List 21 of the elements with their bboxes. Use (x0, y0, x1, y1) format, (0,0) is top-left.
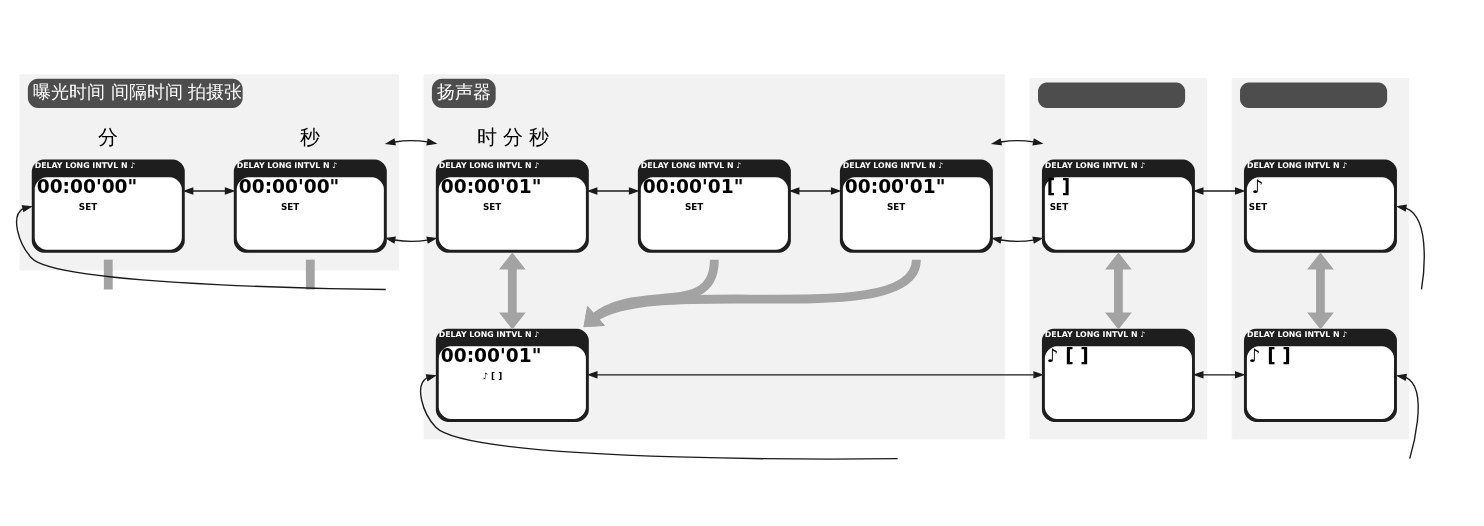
arrow (15, 204, 387, 290)
arrow (1192, 186, 1246, 195)
arrow (583, 257, 921, 327)
connector (103, 259, 113, 289)
arrow (586, 370, 1044, 379)
connector (305, 259, 315, 289)
node-label: 秒 (300, 125, 321, 149)
node-label: 时 分 秒 (476, 125, 550, 149)
arrow (182, 186, 236, 195)
arrow (990, 137, 1044, 244)
arrow (788, 186, 842, 195)
node-label: 分 (97, 125, 118, 149)
arrow (384, 137, 438, 244)
arrow (1192, 370, 1246, 379)
arrow (1307, 252, 1334, 329)
arrow (586, 186, 640, 195)
arrow (1395, 373, 1419, 459)
arrow (499, 252, 526, 329)
arrow (420, 373, 899, 460)
arrow (1105, 252, 1132, 329)
arrow (1395, 204, 1425, 290)
